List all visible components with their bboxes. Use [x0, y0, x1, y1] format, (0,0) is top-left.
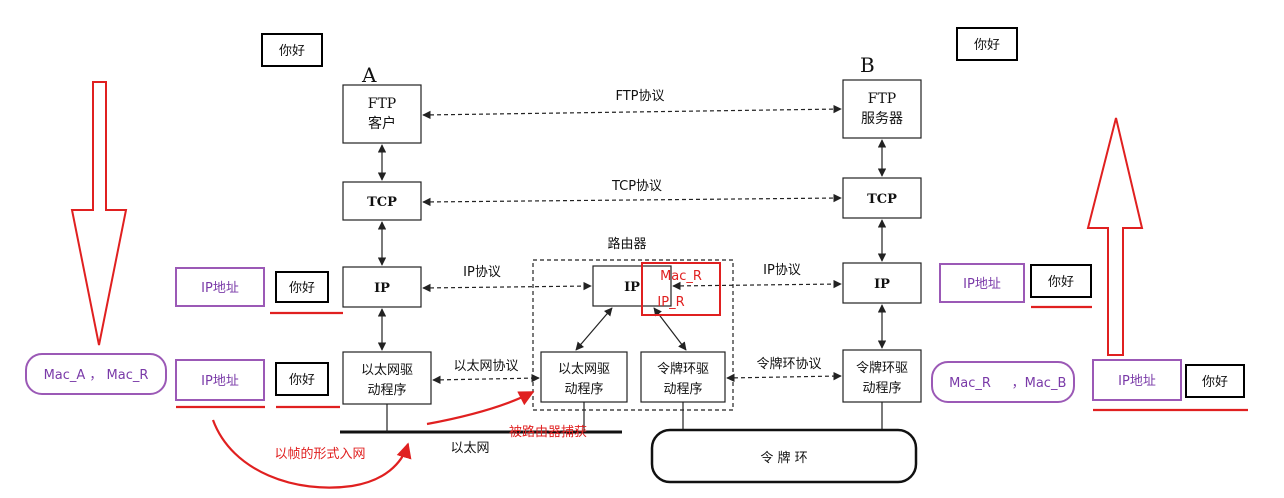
- tcp-protocol-arrow: [422, 193, 842, 207]
- greeting-label: 你好: [289, 373, 315, 388]
- greeting-label: 你好: [1048, 275, 1074, 290]
- mac-right-label-b: ，Mac_B: [1012, 376, 1067, 391]
- frame-into-network-arrow: [211, 419, 412, 489]
- router-eth-line2: 动程序: [564, 382, 603, 397]
- greeting-label: 你好: [974, 38, 1000, 53]
- host-a-tcp-box: TCP: [342, 181, 422, 221]
- greeting-box-right-ip: 你好: [1030, 264, 1092, 298]
- ip-address-tag-right-ip: IP地址: [939, 263, 1025, 303]
- greeting-box-left-link: 你好: [275, 362, 329, 396]
- router-token-ring-driver-box: 令牌环驱 动程序: [640, 351, 726, 403]
- router-eth-line1: 以太网驱: [558, 362, 610, 377]
- frame-into-network-label: 以帧的形式入网: [274, 446, 365, 462]
- host-a-ethernet-driver-box: 以太网驱 动程序: [342, 351, 432, 405]
- router-label: 路由器: [607, 236, 646, 252]
- host-a-ip-box: IP: [342, 266, 422, 308]
- greeting-box-top-right: 你好: [956, 27, 1018, 61]
- ftp-client-line2: 客户: [368, 115, 396, 132]
- ip-address-label: IP地址: [201, 374, 239, 389]
- captured-by-router-label: 被路由器捕获: [509, 424, 587, 440]
- tcp-protocol-label: TCP协议: [611, 179, 662, 194]
- host-b-ip-box: IP: [842, 262, 922, 304]
- ip-address-label: IP地址: [963, 277, 1001, 292]
- router-ethernet-driver-box: 以太网驱 动程序: [540, 351, 628, 403]
- host-a-label: A: [361, 63, 377, 87]
- token-ring-protocol-label: 令牌环协议: [756, 356, 821, 372]
- ftp-server-line1: FTP: [868, 91, 896, 107]
- router-mac-label: Mac_R: [660, 269, 702, 284]
- ftp-protocol-label: FTP协议: [615, 89, 664, 104]
- ethernet-driver-line2: 动程序: [367, 383, 406, 398]
- router-tr-line2: 动程序: [663, 382, 702, 397]
- ip-protocol-label-right: IP协议: [763, 263, 801, 278]
- ethernet-protocol-arrow: [432, 373, 540, 385]
- router-ip-label: IP: [624, 280, 640, 295]
- greeting-label: 你好: [279, 44, 305, 59]
- mac-tag-left: Mac_A ， Mac_R: [25, 353, 167, 395]
- ip-label: IP: [874, 277, 890, 292]
- ethernet-protocol-label: 以太网协议: [453, 359, 518, 374]
- ip-protocol-arrow-left: [422, 281, 592, 293]
- ftp-client-line1: FTP: [368, 96, 396, 112]
- mac-left-label: Mac_A ， Mac_R: [44, 368, 149, 383]
- ip-label: IP: [374, 281, 390, 296]
- ftp-protocol-arrow: [422, 104, 842, 120]
- ip-address-tag-right-link: IP地址: [1092, 359, 1182, 401]
- host-b-label: B: [860, 53, 875, 77]
- greeting-box-right-link: 你好: [1185, 364, 1245, 398]
- greeting-box-left-ip: 你好: [275, 271, 329, 303]
- ip-address-label: IP地址: [201, 281, 239, 296]
- router-boundary: [532, 259, 734, 411]
- token-ring-shape: [650, 428, 918, 484]
- ip-address-tag-left-ip: IP地址: [175, 267, 265, 307]
- router-capture-arrow: [426, 391, 535, 426]
- host-b-ftp-server-box: FTP 服务器: [842, 79, 922, 139]
- token-ring-protocol-arrow: [726, 371, 842, 383]
- token-ring-driver-line1: 令牌环驱: [856, 360, 908, 376]
- router-ip-address-label: IP_R: [657, 295, 684, 310]
- ip-protocol-arrow-right: [672, 279, 842, 291]
- ip-protocol-label-left: IP协议: [463, 265, 501, 280]
- router-ip-box: IP: [592, 265, 672, 307]
- router-ip-eth-arrow: [575, 307, 613, 351]
- mac-right-label-a: Mac_R: [949, 376, 991, 391]
- up-arrow-icon: [1086, 117, 1144, 356]
- token-ring-driver-line2: 动程序: [862, 381, 901, 396]
- router-tr-line1: 令牌环驱: [657, 361, 709, 377]
- token-ring-label: 令 牌 环: [760, 450, 807, 466]
- router-address-highlight: [641, 262, 721, 316]
- tcp-label: TCP: [867, 192, 897, 207]
- host-a-ftp-client-box: FTP 客户: [342, 84, 422, 144]
- ethernet-label: 以太网: [450, 441, 489, 456]
- ip-address-label: IP地址: [1118, 374, 1156, 389]
- ethernet-driver-line1: 以太网驱: [361, 363, 413, 378]
- ftp-server-line2: 服务器: [861, 111, 903, 127]
- tcp-label: TCP: [367, 195, 397, 210]
- down-arrow-icon: [70, 81, 128, 346]
- host-b-token-ring-driver-box: 令牌环驱 动程序: [842, 349, 922, 403]
- greeting-box-top-left: 你好: [261, 33, 323, 67]
- greeting-label: 你好: [289, 281, 315, 296]
- mac-tag-right: Mac_R ，Mac_B: [931, 361, 1075, 403]
- host-b-tcp-box: TCP: [842, 177, 922, 219]
- ip-address-tag-left-link: IP地址: [175, 359, 265, 401]
- greeting-label: 你好: [1202, 375, 1228, 390]
